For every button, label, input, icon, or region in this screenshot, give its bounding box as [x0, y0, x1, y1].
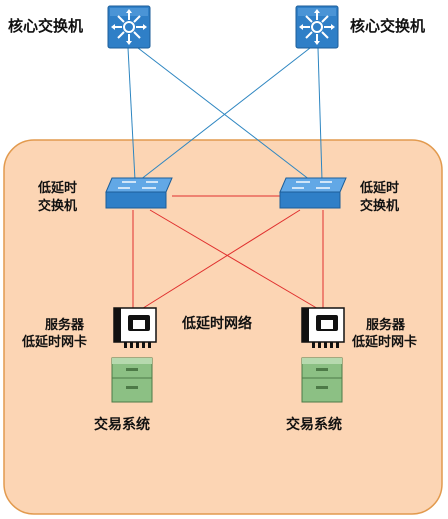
nic-right-label-1: 服务器: [366, 317, 406, 333]
ll-switch-right-label-1: 低延时: [359, 180, 399, 196]
network-card-icon: [113, 307, 157, 348]
low-latency-zone: [3, 139, 443, 515]
network-card-icon: [301, 307, 345, 348]
nic-left-label-1: 服务器: [45, 317, 85, 333]
nic-left-label-2: 低延时网卡: [21, 334, 87, 350]
link-core-left-to-switch-right: [137, 47, 311, 181]
server-icon: [111, 357, 153, 403]
access-links: [132, 195, 324, 311]
core-switch-right: [295, 5, 339, 49]
ll-switch-left-label-1: 低延时: [37, 180, 77, 196]
core-switch-right-label: 核心交换机: [350, 17, 425, 35]
nic-right: [301, 307, 345, 348]
core-switch-icon: [295, 5, 339, 49]
low-latency-switch-icon: [105, 177, 173, 209]
core-switch-left-label: 核心交换机: [8, 17, 83, 35]
low-latency-network-label: 低延时网络: [181, 315, 252, 332]
link-core-right-to-switch-left: [139, 47, 311, 181]
low-latency-switch-right: [279, 177, 347, 209]
server-right-label: 交易系统: [286, 416, 342, 433]
core-links: [127, 47, 323, 181]
link-core-right-to-switch-right: [317, 47, 323, 181]
ll-switch-right-label-2: 交换机: [360, 198, 399, 214]
server-icon: [301, 357, 343, 403]
link-switch-left-to-nic-right: [149, 209, 321, 311]
nic-right-label-2: 低延时网卡: [351, 334, 417, 350]
low-latency-switch-icon: [279, 177, 347, 209]
low-latency-switch-left: [105, 177, 173, 209]
nic-left: [113, 307, 157, 348]
link-switch-right-to-nic-left: [139, 209, 301, 311]
core-switch-left: [107, 5, 151, 49]
server-right: [301, 357, 343, 403]
server-left-label: 交易系统: [94, 416, 150, 433]
core-switch-icon: [107, 5, 151, 49]
link-core-left-to-switch-left: [127, 47, 136, 181]
ll-switch-left-label-2: 交换机: [38, 198, 77, 214]
server-left: [111, 357, 153, 403]
